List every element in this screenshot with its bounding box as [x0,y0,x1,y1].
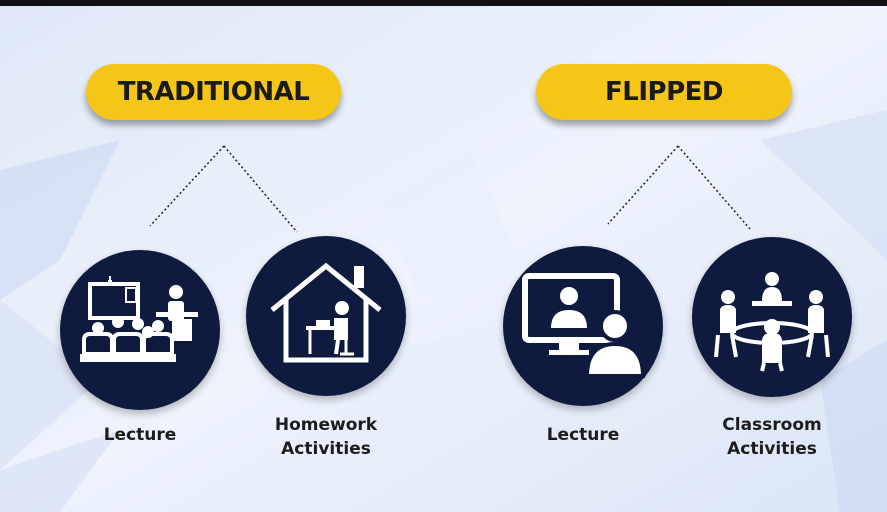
homework-activities-label: Homework Activities [246,413,406,461]
label-line-2: Activities [281,439,371,459]
lecture-label-traditional: Lecture [60,423,220,447]
label-line-1: Homework [274,415,378,435]
connector-flipped-right [677,145,751,230]
connector-traditional-right [223,145,298,233]
video-lecture-icon [503,246,663,406]
label-line-1: Lecture [103,425,177,445]
lecture-label-flipped: Lecture [503,423,663,447]
group-activity-icon [692,237,852,397]
connector-flipped-left [607,145,679,225]
label-line-1: Lecture [546,425,620,445]
classroom-activities-label: Classroom Activities [692,413,852,461]
label-line-1: Classroom [722,415,822,435]
flipped-heading: FLIPPED [536,64,792,120]
traditional-heading: TRADITIONAL [86,64,341,120]
connector-traditional-left [149,145,225,227]
label-line-2: Activities [727,439,817,459]
house-homework-icon [246,236,406,396]
lecture-classroom-icon [60,250,220,410]
